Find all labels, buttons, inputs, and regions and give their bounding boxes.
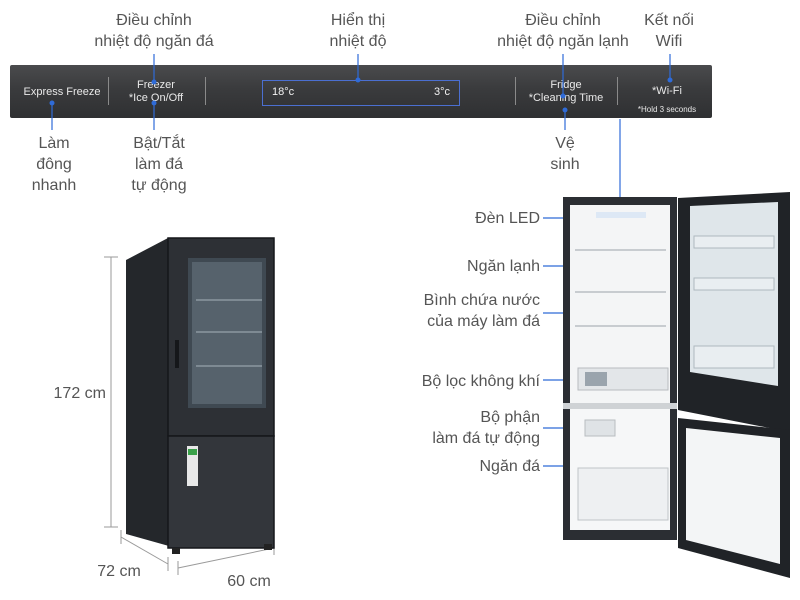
width-dimension: 60 cm [227,573,271,590]
panel-divider [617,77,618,105]
freezer-compartment-label: Ngăn đá [479,458,541,475]
dimension-lines [104,256,275,575]
panel-divider [515,77,516,105]
panel-divider [205,77,206,105]
express-freeze-button[interactable]: Express Freeze [23,86,101,98]
wifi-button[interactable]: *Wi-Fi [652,85,682,97]
fridge-button[interactable]: Fridge*Cleaning Time [528,79,604,104]
temperature-display [262,80,460,106]
depth-dimension: 72 cm [97,563,141,580]
panel-divider [108,77,109,105]
led-light-label: Đèn LED [475,210,540,227]
height-dimension: 172 cm [53,385,106,402]
hold-note: *Hold 3 seconds [637,105,697,114]
freezer-button[interactable]: Freezer*Ice On/Off [128,79,184,104]
freezer-temp-readout: 18°c [272,86,295,98]
control-panel: Express Freeze Freezer*Ice On/Off 18°c 3… [10,65,712,118]
fridge-compartment-label: Ngăn lạnh [467,258,540,275]
air-filter-label: Bộ lọc không khí [421,373,540,390]
fridge-open [563,192,790,578]
fridge-temp-readout: 3°c [434,86,451,98]
fridge-closed [126,237,275,554]
